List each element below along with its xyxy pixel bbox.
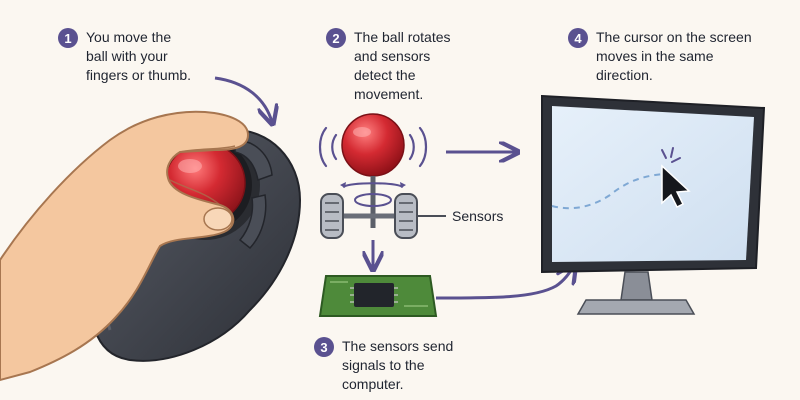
mouse-button-side bbox=[238, 194, 267, 250]
step-1: 1 You move the ball with your fingers or… bbox=[58, 28, 191, 85]
sensors-label: Sensors bbox=[452, 208, 504, 224]
step-2: 2 The ball rotates and sensors detect th… bbox=[326, 28, 451, 104]
ball-mechanism bbox=[318, 113, 446, 239]
hand bbox=[0, 110, 250, 382]
sensor-wheel-icon bbox=[320, 193, 344, 239]
thumb bbox=[203, 207, 233, 231]
step-badge: 4 bbox=[568, 28, 588, 48]
step-text: The ball rotates and sensors detect the … bbox=[354, 29, 451, 102]
mouse-button bbox=[234, 139, 273, 181]
step-3: 3 The sensors send signals to the comput… bbox=[314, 337, 453, 394]
curved-arrow-icon bbox=[214, 76, 272, 122]
cursor-icon bbox=[661, 164, 691, 209]
step-4: 4 The cursor on the screen moves in the … bbox=[568, 28, 752, 85]
step-text: You move the ball with your fingers or t… bbox=[86, 29, 192, 83]
screen bbox=[552, 106, 754, 262]
arrow-right-icon bbox=[435, 266, 574, 300]
step-badge: 2 bbox=[326, 28, 346, 48]
monitor bbox=[541, 94, 766, 315]
step-badge: 3 bbox=[314, 337, 334, 357]
sensor-wheel-icon bbox=[394, 193, 418, 239]
step-text: The cursor on the screen moves in the sa… bbox=[596, 29, 752, 83]
chip-icon bbox=[318, 275, 438, 317]
step-badge: 1 bbox=[58, 28, 78, 48]
step-text: The sensors send signals to the computer… bbox=[342, 338, 454, 392]
motion-lines-icon bbox=[318, 126, 338, 168]
